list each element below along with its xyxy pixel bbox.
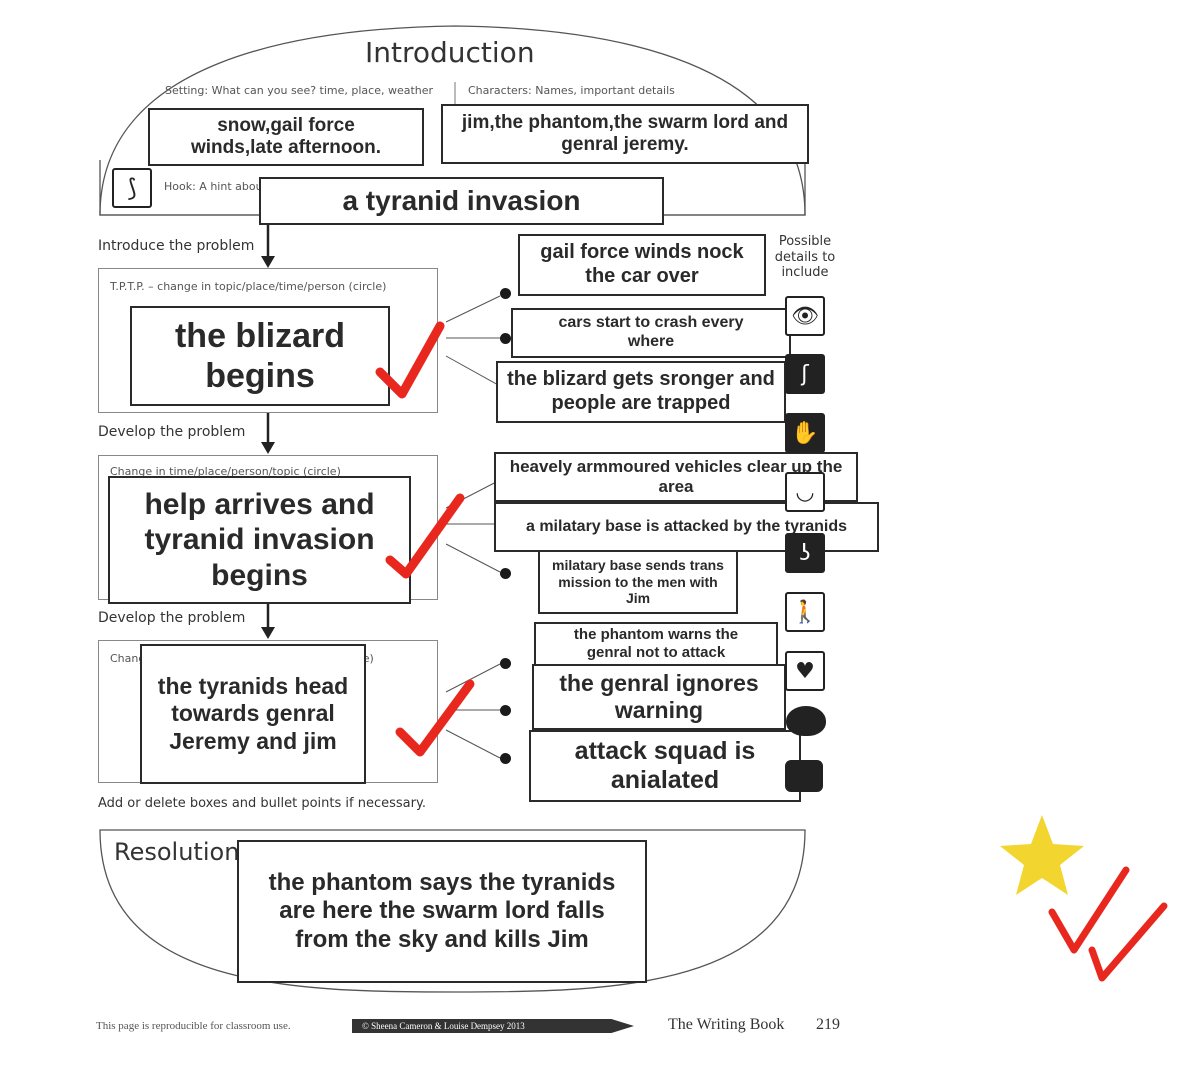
add-delete-label: Add or delete boxes and bullet points if…	[98, 796, 426, 811]
red-tick-2	[385, 493, 465, 579]
footer-page-number: 219	[816, 1016, 840, 1033]
setting-label: Setting: What can you see? time, place, …	[165, 84, 434, 97]
red-tick-1	[375, 321, 445, 399]
nose-icon: ʖ	[785, 533, 825, 573]
section1-bullet-2[interactable]: cars start to crash every where	[511, 308, 791, 358]
bullet-dot	[500, 658, 511, 669]
bullet-dot	[500, 705, 511, 716]
section3-bullet-2[interactable]: the genral ignores warning	[532, 664, 786, 730]
section1-frame	[98, 268, 438, 413]
footer-copyright: © Sheena Cameron & Louise Dempsey 2013	[362, 1021, 525, 1031]
footer-book-title: The Writing Book	[668, 1016, 785, 1033]
develop-problem-label-1: Develop the problem	[98, 424, 246, 440]
introduce-problem-label: Introduce the problem	[98, 238, 255, 254]
bullet-dot	[500, 753, 511, 764]
red-tick-5	[1088, 902, 1168, 982]
section3-bullet-3[interactable]: attack squad is anialated	[529, 730, 801, 802]
mouth-icon: ◡	[785, 472, 825, 512]
bullet-dot	[500, 333, 511, 344]
section2-bullet-3[interactable]: milatary base sends trans mission to the…	[538, 550, 738, 614]
section1-bullet-1[interactable]: gail force winds nock the car over	[518, 234, 766, 296]
develop-problem-label-2: Develop the problem	[98, 610, 246, 626]
resolution-title: Resolution	[114, 838, 240, 866]
footer-copyright-bar: © Sheena Cameron & Louise Dempsey 2013	[352, 1019, 634, 1033]
star-icon	[1000, 815, 1084, 895]
eye-icon: 👁	[785, 296, 825, 336]
change-label-2: Change in time/place/person/topic (circl…	[110, 465, 341, 478]
speech-bubble-icon	[785, 760, 823, 792]
section1-main-box[interactable]: the blizard begins	[130, 306, 390, 406]
characters-answer-box[interactable]: jim,the phantom,the swarm lord and genra…	[441, 104, 809, 164]
footer-reproducible: This page is reproducible for classroom …	[96, 1020, 291, 1032]
bullet-dot	[500, 568, 511, 579]
resolution-answer-box[interactable]: the phantom says the tyranids are here t…	[237, 840, 647, 983]
red-tick-3	[395, 679, 475, 757]
details-label: Possible details to include	[774, 234, 836, 281]
introduction-title: Introduction	[365, 36, 535, 69]
hook-icon: ⟆	[112, 168, 152, 208]
section1-bullet-3[interactable]: the blizard gets sronger and people are …	[496, 361, 786, 423]
walking-person-icon: 🚶	[785, 592, 825, 632]
ear-icon: ʃ	[785, 354, 825, 394]
thought-cloud-icon	[786, 706, 826, 736]
heart-icon: ♥	[785, 651, 825, 691]
red-tick-4	[1048, 866, 1130, 954]
characters-label: Characters: Names, important details	[468, 84, 675, 97]
section2-main-box[interactable]: help arrives and tyranid invasion begins	[108, 476, 411, 604]
hook-answer-box[interactable]: a tyranid invasion	[259, 177, 664, 225]
section3-bullet-1[interactable]: the phantom warns the genral not to atta…	[534, 622, 778, 666]
hand-icon: ✋	[785, 413, 825, 453]
setting-answer-box[interactable]: snow,gail force winds,late afternoon.	[148, 108, 424, 166]
tptp-label: T.P.T.P. – change in topic/place/time/pe…	[110, 280, 387, 293]
bullet-dot	[500, 288, 511, 299]
section3-main-box[interactable]: the tyranids head towards genral Jeremy …	[140, 644, 366, 784]
